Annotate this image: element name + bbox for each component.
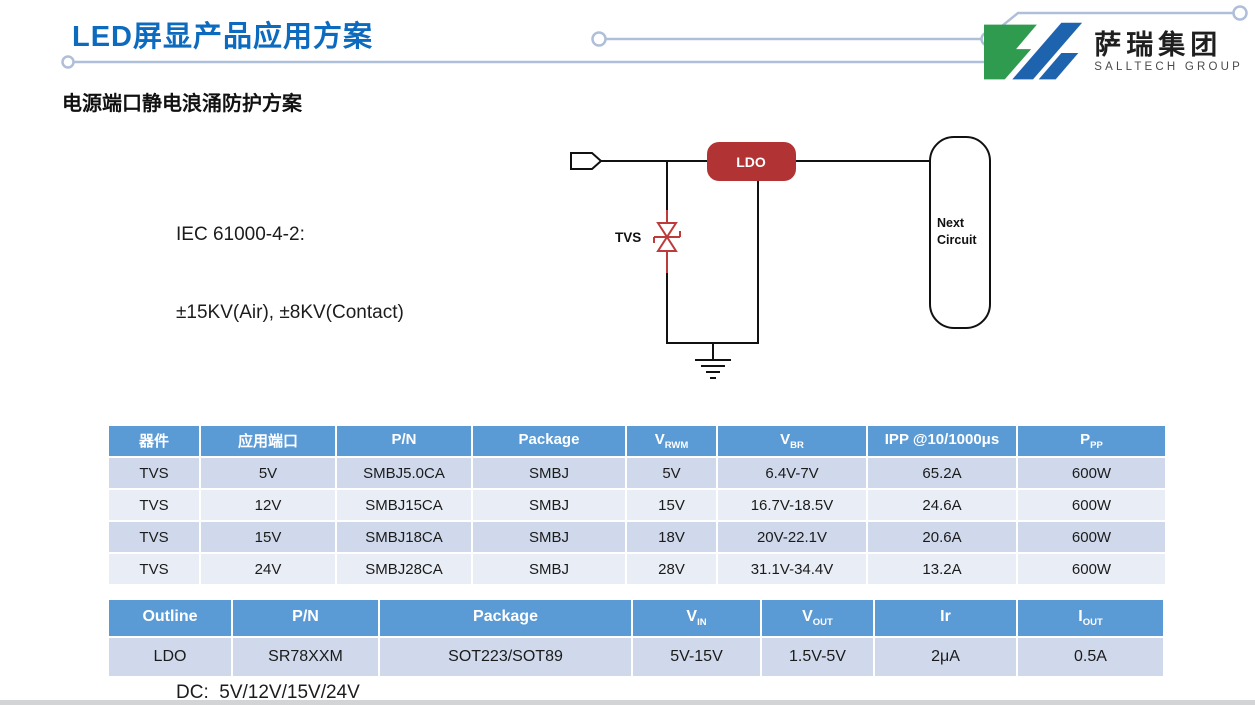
- next-circuit-label-line1: Next: [937, 216, 965, 230]
- col-header-vrwm: VRWM: [627, 426, 716, 456]
- cell: 5V-15V: [633, 638, 760, 676]
- cell: TVS: [109, 554, 199, 584]
- dc-spec-value: DC: 5V/12V/15V/24V: [176, 682, 360, 703]
- cell: 20V-22.1V: [718, 522, 866, 552]
- cell: 20.6A: [868, 522, 1016, 552]
- col-header-pn: P/N: [337, 426, 471, 456]
- cell: 18V: [627, 522, 716, 552]
- esd-spec-value: ±15KV(Air), ±8KV(Contact): [176, 302, 404, 323]
- company-name-cn: 萨瑞集团: [1094, 30, 1223, 61]
- table-row: TVS 15V SMBJ18CA SMBJ 18V 20V-22.1V 20.6…: [109, 522, 1165, 552]
- ldo-label: LDO: [736, 154, 766, 170]
- section-title: 电源端口静电浪涌防护方案: [62, 93, 302, 115]
- col-header-device: 器件: [109, 426, 199, 456]
- cell: SMBJ: [473, 522, 625, 552]
- table-row: TVS 24V SMBJ28CA SMBJ 28V 31.1V-34.4V 13…: [109, 554, 1165, 584]
- page-title: LED屏显产品应用方案: [72, 21, 374, 53]
- cell: 65.2A: [868, 458, 1016, 488]
- esd-spec-title: IEC 61000-4-2:: [176, 224, 305, 245]
- logo-text: 萨瑞集团 SALLTECH GROUP: [1094, 30, 1243, 73]
- cell: 5V: [201, 458, 335, 488]
- cell: SMBJ15CA: [337, 490, 471, 520]
- col-header-port: 应用端口: [201, 426, 335, 456]
- cell: SR78XXM: [233, 638, 378, 676]
- col-header-ppp: PPP: [1018, 426, 1165, 456]
- col-header-vbr: VBR: [718, 426, 866, 456]
- tvs-diode-icon: [653, 222, 681, 252]
- cell: TVS: [109, 522, 199, 552]
- table-row: TVS 5V SMBJ5.0CA SMBJ 5V 6.4V-7V 65.2A 6…: [109, 458, 1165, 488]
- cell: 12V: [201, 490, 335, 520]
- cell: SMBJ: [473, 554, 625, 584]
- salltech-logo-icon: [984, 22, 1083, 80]
- cell: 5V: [627, 458, 716, 488]
- company-name-en: SALLTECH GROUP: [1094, 60, 1243, 73]
- table-row: TVS 12V SMBJ15CA SMBJ 15V 16.7V-18.5V 24…: [109, 490, 1165, 520]
- col-header-package: Package: [380, 600, 631, 636]
- input-connector-icon: [570, 152, 603, 170]
- table-row: LDO SR78XXM SOT223/SOT89 5V-15V 1.5V-5V …: [109, 638, 1163, 676]
- cell: 600W: [1018, 554, 1165, 584]
- cell: 13.2A: [868, 554, 1016, 584]
- circuit-diagram: TVS LDO Next Circuit: [570, 136, 991, 379]
- cell: 600W: [1018, 458, 1165, 488]
- cell: 31.1V-34.4V: [718, 554, 866, 584]
- tvs-table-header-row: 器件 应用端口 P/N Package VRWM VBR IPP @10/100…: [109, 426, 1165, 456]
- cell: TVS: [109, 458, 199, 488]
- cell: 0.5A: [1018, 638, 1163, 676]
- cell: 600W: [1018, 522, 1165, 552]
- cell: SMBJ28CA: [337, 554, 471, 584]
- ldo-block: [707, 142, 796, 181]
- wire-ground-loop: [666, 181, 759, 344]
- cell: 24V: [201, 554, 335, 584]
- cell: 1.5V-5V: [762, 638, 873, 676]
- col-header-vout: VOUT: [762, 600, 873, 636]
- cell: 2μA: [875, 638, 1016, 676]
- cell: 6.4V-7V: [718, 458, 866, 488]
- tvs-table: 器件 应用端口 P/N Package VRWM VBR IPP @10/100…: [107, 424, 1167, 586]
- cell: SMBJ: [473, 490, 625, 520]
- next-circuit-label-line2: Circuit: [937, 233, 977, 247]
- tvs-label: TVS: [615, 230, 641, 245]
- col-header-outline: Outline: [109, 600, 231, 636]
- cell: 600W: [1018, 490, 1165, 520]
- cell: 15V: [201, 522, 335, 552]
- cell: SMBJ: [473, 458, 625, 488]
- cell: SMBJ18CA: [337, 522, 471, 552]
- company-logo: 萨瑞集团 SALLTECH GROUP: [984, 20, 1243, 84]
- cell: 24.6A: [868, 490, 1016, 520]
- cell: 16.7V-18.5V: [718, 490, 866, 520]
- col-header-ir: Ir: [875, 600, 1016, 636]
- col-header-pn: P/N: [233, 600, 378, 636]
- cell: LDO: [109, 638, 231, 676]
- ldo-table: Outline P/N Package VIN VOUT Ir IOUT LDO…: [107, 598, 1165, 678]
- dc-spec: DC: 5V/12V/15V/24V: [176, 628, 419, 703]
- next-circuit-block: [929, 136, 991, 329]
- col-header-iout: IOUT: [1018, 600, 1163, 636]
- col-header-vin: VIN: [633, 600, 760, 636]
- ground-icon: [695, 343, 731, 379]
- esd-spec: IEC 61000-4-2: ±15KV(Air), ±8KV(Contact): [176, 170, 419, 378]
- cell: 28V: [627, 554, 716, 584]
- col-header-ipp: IPP @10/1000μs: [868, 426, 1016, 456]
- cell: SMBJ5.0CA: [337, 458, 471, 488]
- cell: TVS: [109, 490, 199, 520]
- ldo-table-header-row: Outline P/N Package VIN VOUT Ir IOUT: [109, 600, 1163, 636]
- cell: SOT223/SOT89: [380, 638, 631, 676]
- cell: 15V: [627, 490, 716, 520]
- col-header-package: Package: [473, 426, 625, 456]
